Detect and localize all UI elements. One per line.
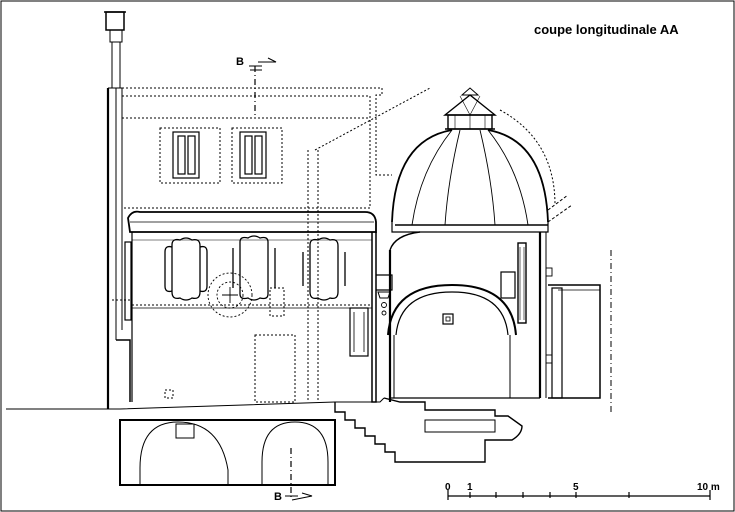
- crypt: [119, 419, 336, 486]
- section-label-bottom: B: [274, 491, 282, 503]
- section-label-top: B: [236, 56, 244, 68]
- scale-label-0: 0: [445, 482, 451, 493]
- ceiling-rose: [207, 272, 253, 318]
- upper-windows: [172, 131, 267, 179]
- lower-openings: [164, 287, 296, 403]
- drawing-title: coupe longitudinale AA: [534, 22, 679, 37]
- scale-label-10: 10 m: [697, 482, 720, 493]
- chapel: [376, 87, 573, 402]
- upper-dotted-volume: [112, 87, 431, 402]
- section-marker-top: [249, 57, 277, 115]
- scale-bar: [447, 490, 711, 500]
- scale-label-1: 1: [467, 482, 473, 493]
- right-panel: [349, 307, 369, 357]
- main-building: [104, 11, 377, 409]
- section-marker-bottom: [285, 448, 313, 501]
- cartouche-windows: [164, 235, 346, 301]
- scale-label-5: 5: [573, 482, 579, 493]
- right-annex: [548, 250, 612, 415]
- ground-line: [6, 397, 385, 410]
- stairs: [334, 397, 523, 463]
